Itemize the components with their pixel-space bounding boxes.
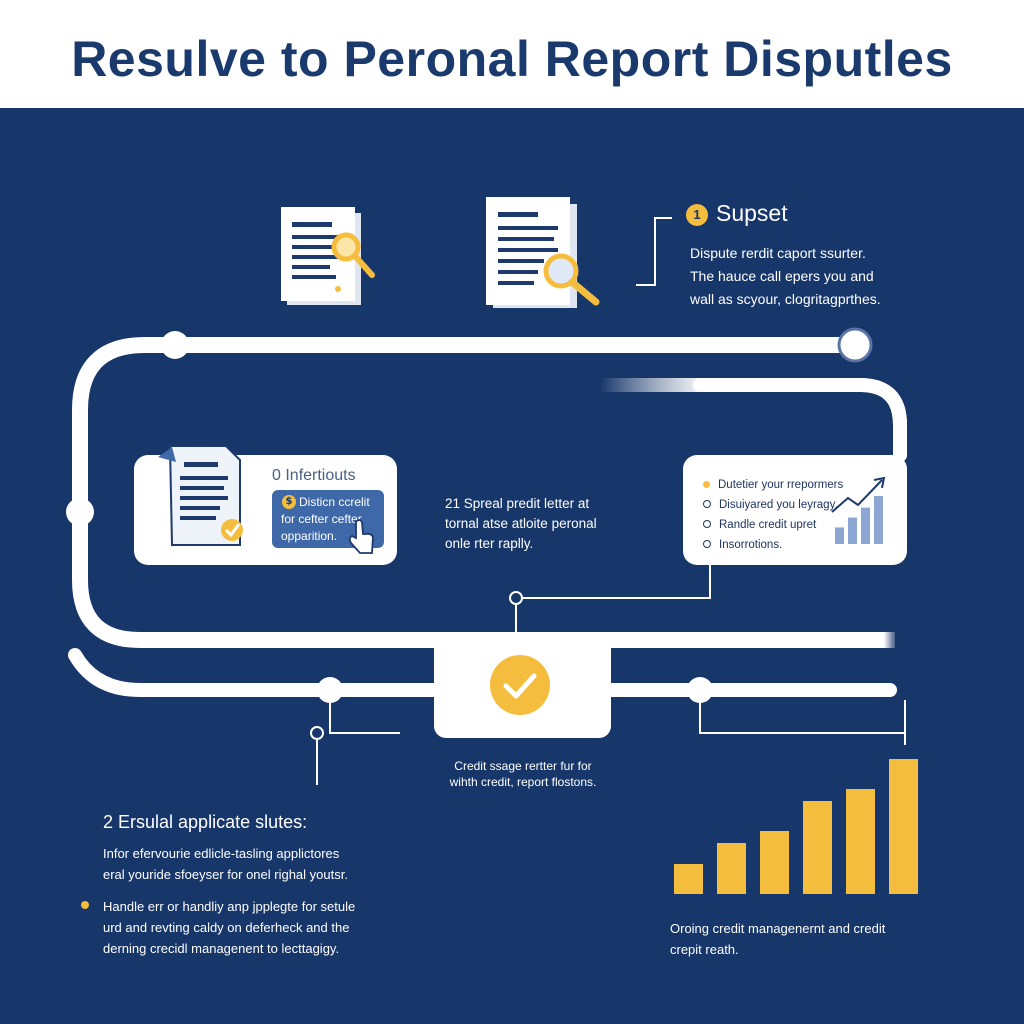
track-node [66, 498, 94, 526]
step1-number: 1 [693, 207, 701, 222]
right-card-item: Insorrotions. [703, 535, 843, 555]
growth-bar [717, 843, 746, 894]
mini-bar [861, 507, 870, 544]
bullet-ring-icon [703, 520, 711, 528]
growth-bar [760, 831, 789, 894]
track-node [687, 677, 713, 703]
bullet-dot-icon [703, 481, 710, 488]
right-card-list: Dutetier your rrepormers Disuiyared you … [703, 475, 843, 555]
track-node [317, 677, 343, 703]
trend-arrow-icon [831, 476, 886, 513]
center-caption: Credit ssage rertter fur for wihth credi… [449, 759, 597, 789]
mini-bar [848, 517, 857, 544]
track-fade-bottom [820, 632, 895, 648]
step2-bullet-text: Handle err or handliy anp jpplegte for s… [103, 899, 356, 956]
middle-step-text: 21 Spreal predit letter at tornal atse a… [445, 494, 597, 554]
main-track [72, 337, 878, 648]
lower-track [68, 648, 897, 697]
mini-bar [835, 527, 844, 544]
right-card-item: Disuiyared you leyragy. [703, 495, 843, 515]
step2-description: Infor efervourie edlicle-tasling applict… [103, 846, 348, 882]
step1-connector [636, 217, 672, 286]
bullet-ring-icon [703, 540, 711, 548]
step1-heading: Supset [716, 200, 788, 226]
growth-caption: Oroing credit managenernt and credit cre… [670, 921, 886, 957]
track-node [161, 331, 189, 359]
left-card-heading: 0 Infertiouts [272, 467, 356, 484]
right-card-item: Dutetier your rrepormers [703, 475, 843, 495]
growth-bar [674, 864, 703, 894]
step1-number-badge: 1 [686, 204, 708, 226]
track-end-node [837, 327, 873, 363]
growth-bar [846, 789, 875, 894]
step1-line: The hauce call epers you and [690, 268, 874, 284]
mini-bar [874, 496, 883, 544]
dispute-action-label: Disticn ccrelit for cefter cefter oppari… [281, 495, 370, 543]
bullet-ring-icon [703, 500, 711, 508]
step1-line: wall as scyour, clogritagprthes. [690, 291, 881, 307]
document-check-icon [158, 445, 243, 546]
right-card-item: Randle credit upret [703, 515, 843, 535]
document-search-icon [281, 207, 375, 305]
growth-bar [889, 759, 918, 894]
middle-text-line: 21 Spreal predit letter at [445, 496, 590, 511]
page-title: Resulve to Peronal Report Disputles [71, 31, 953, 87]
step2-heading: 2 Ersulal applicate slutes: [103, 812, 308, 832]
step1-line: Dispute rerdit caport ssurter. [690, 245, 866, 261]
growth-bar [803, 801, 832, 894]
document-search-icon [486, 197, 600, 308]
right-card-connector [516, 565, 711, 599]
middle-text-line: onle rter raplly. [445, 536, 534, 551]
bullet-dot-icon [81, 901, 89, 909]
dollar-icon: $ [282, 495, 296, 509]
step1-description: Dispute rerdit caport ssurter. The hauce… [690, 242, 881, 311]
title-banner: Resulve to Peronal Report Disputles [0, 0, 1024, 108]
middle-text-line: tornal atse atloite peronal [445, 516, 597, 531]
